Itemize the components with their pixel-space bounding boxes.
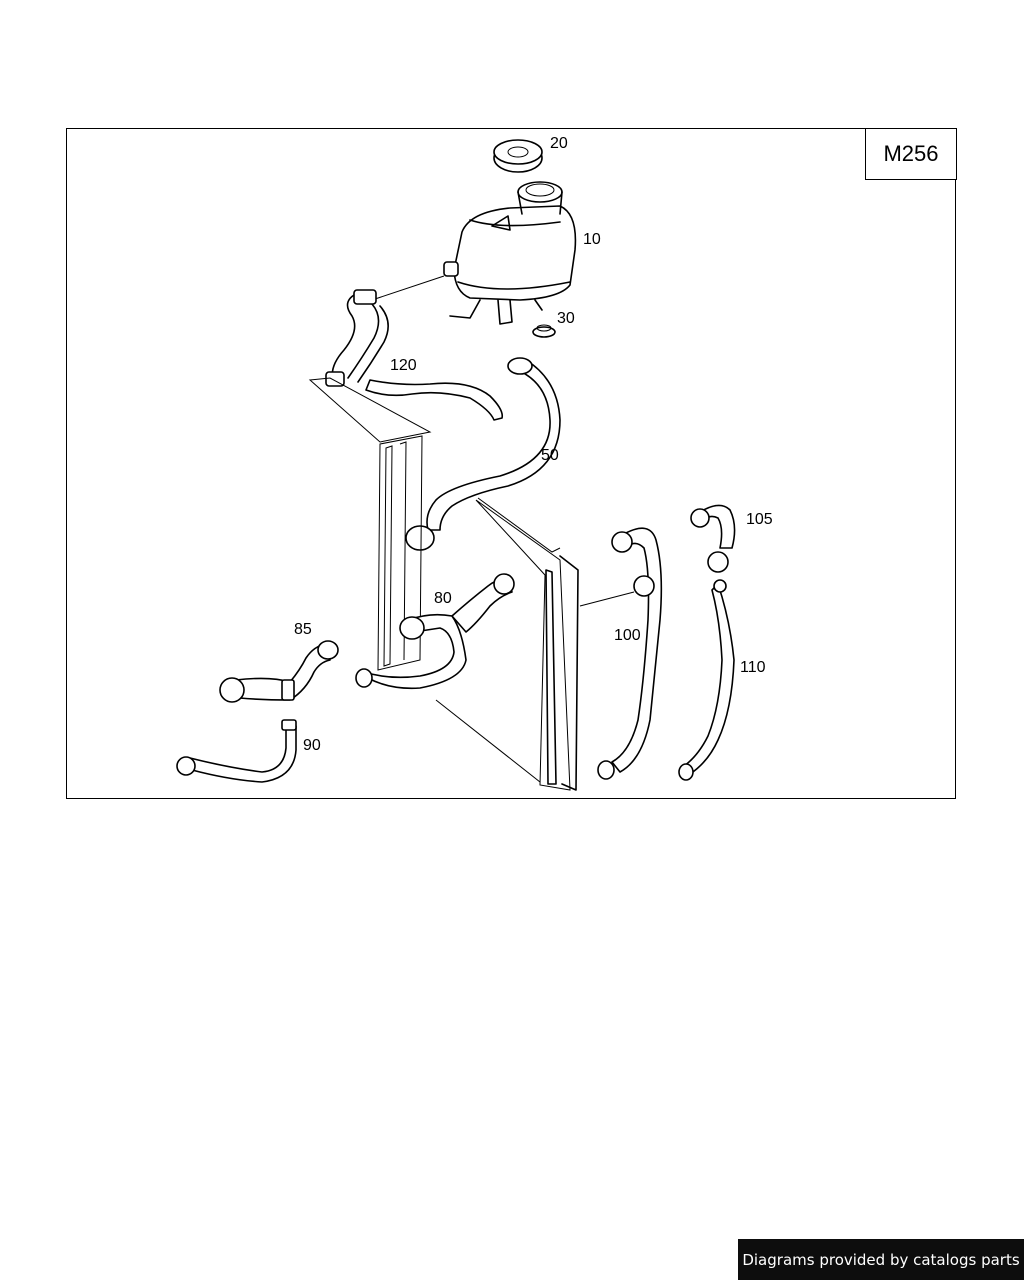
diagram-frame — [66, 128, 956, 799]
part-10-expansion-tank[interactable] — [443, 181, 577, 325]
part-105-hose[interactable] — [690, 504, 736, 573]
callout-10: 10 — [583, 231, 601, 248]
watermark-banner: Diagrams provided by catalogs parts — [738, 1239, 1024, 1280]
callout-120: 120 — [390, 357, 417, 374]
part-90-hose[interactable] — [176, 719, 297, 783]
part-85-hose[interactable] — [219, 640, 339, 703]
part-80-lower-hose[interactable] — [355, 573, 515, 690]
callout-30: 30 — [557, 310, 575, 327]
callout-20: 20 — [550, 135, 568, 152]
part-120-vent-lines[interactable] — [308, 289, 504, 443]
engine-code-label: M256 — [865, 128, 957, 180]
part-110-hose[interactable] — [678, 579, 735, 781]
callout-90: 90 — [303, 737, 321, 754]
radiator-left — [377, 435, 423, 671]
callout-105: 105 — [746, 511, 773, 528]
part-20-cap[interactable] — [493, 139, 543, 173]
radiator-main — [435, 497, 635, 791]
callout-80: 80 — [434, 590, 452, 607]
callout-100: 100 — [614, 627, 641, 644]
callout-50: 50 — [541, 447, 559, 464]
part-100-hose[interactable] — [597, 527, 663, 780]
part-50-upper-hose[interactable] — [405, 357, 561, 551]
leader-line — [371, 275, 445, 301]
part-30-plug[interactable] — [532, 324, 556, 338]
callout-110: 110 — [740, 659, 766, 676]
callout-85: 85 — [294, 621, 312, 638]
